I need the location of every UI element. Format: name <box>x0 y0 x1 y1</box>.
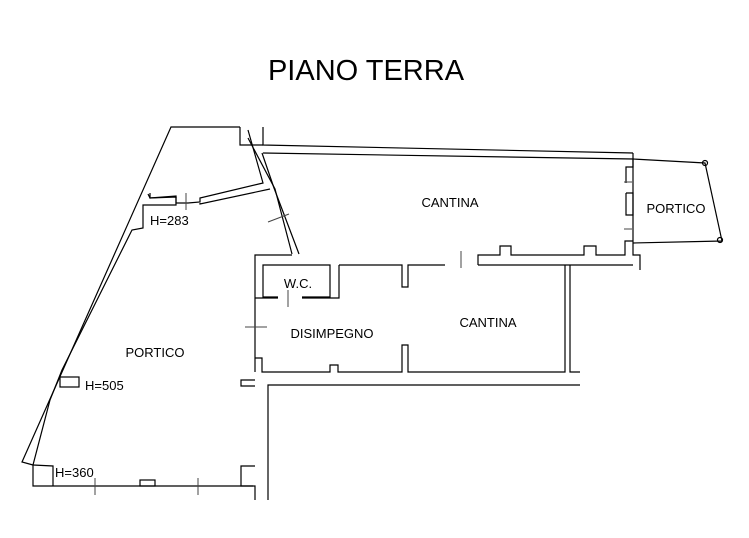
room-label-portico-left: PORTICO <box>126 345 185 360</box>
room-label-wc: W.C. <box>284 276 312 291</box>
diagonal-wall <box>247 137 300 255</box>
wc-walls <box>245 264 340 328</box>
room-label-disimpegno: DISIMPEGNO <box>290 326 373 341</box>
height-label-360: H=360 <box>55 465 94 480</box>
room-label-cantina-top: CANTINA <box>421 195 478 210</box>
cantina-top-walls <box>254 127 724 372</box>
height-label-505: H=505 <box>85 378 124 393</box>
left-portico-walls <box>21 126 271 495</box>
lower-walls <box>240 265 580 500</box>
room-label-cantina-bottom: CANTINA <box>459 315 516 330</box>
plan-title: PIANO TERRA <box>268 55 465 87</box>
room-label-portico-right: PORTICO <box>647 201 706 216</box>
height-label-283: H=283 <box>150 213 189 228</box>
